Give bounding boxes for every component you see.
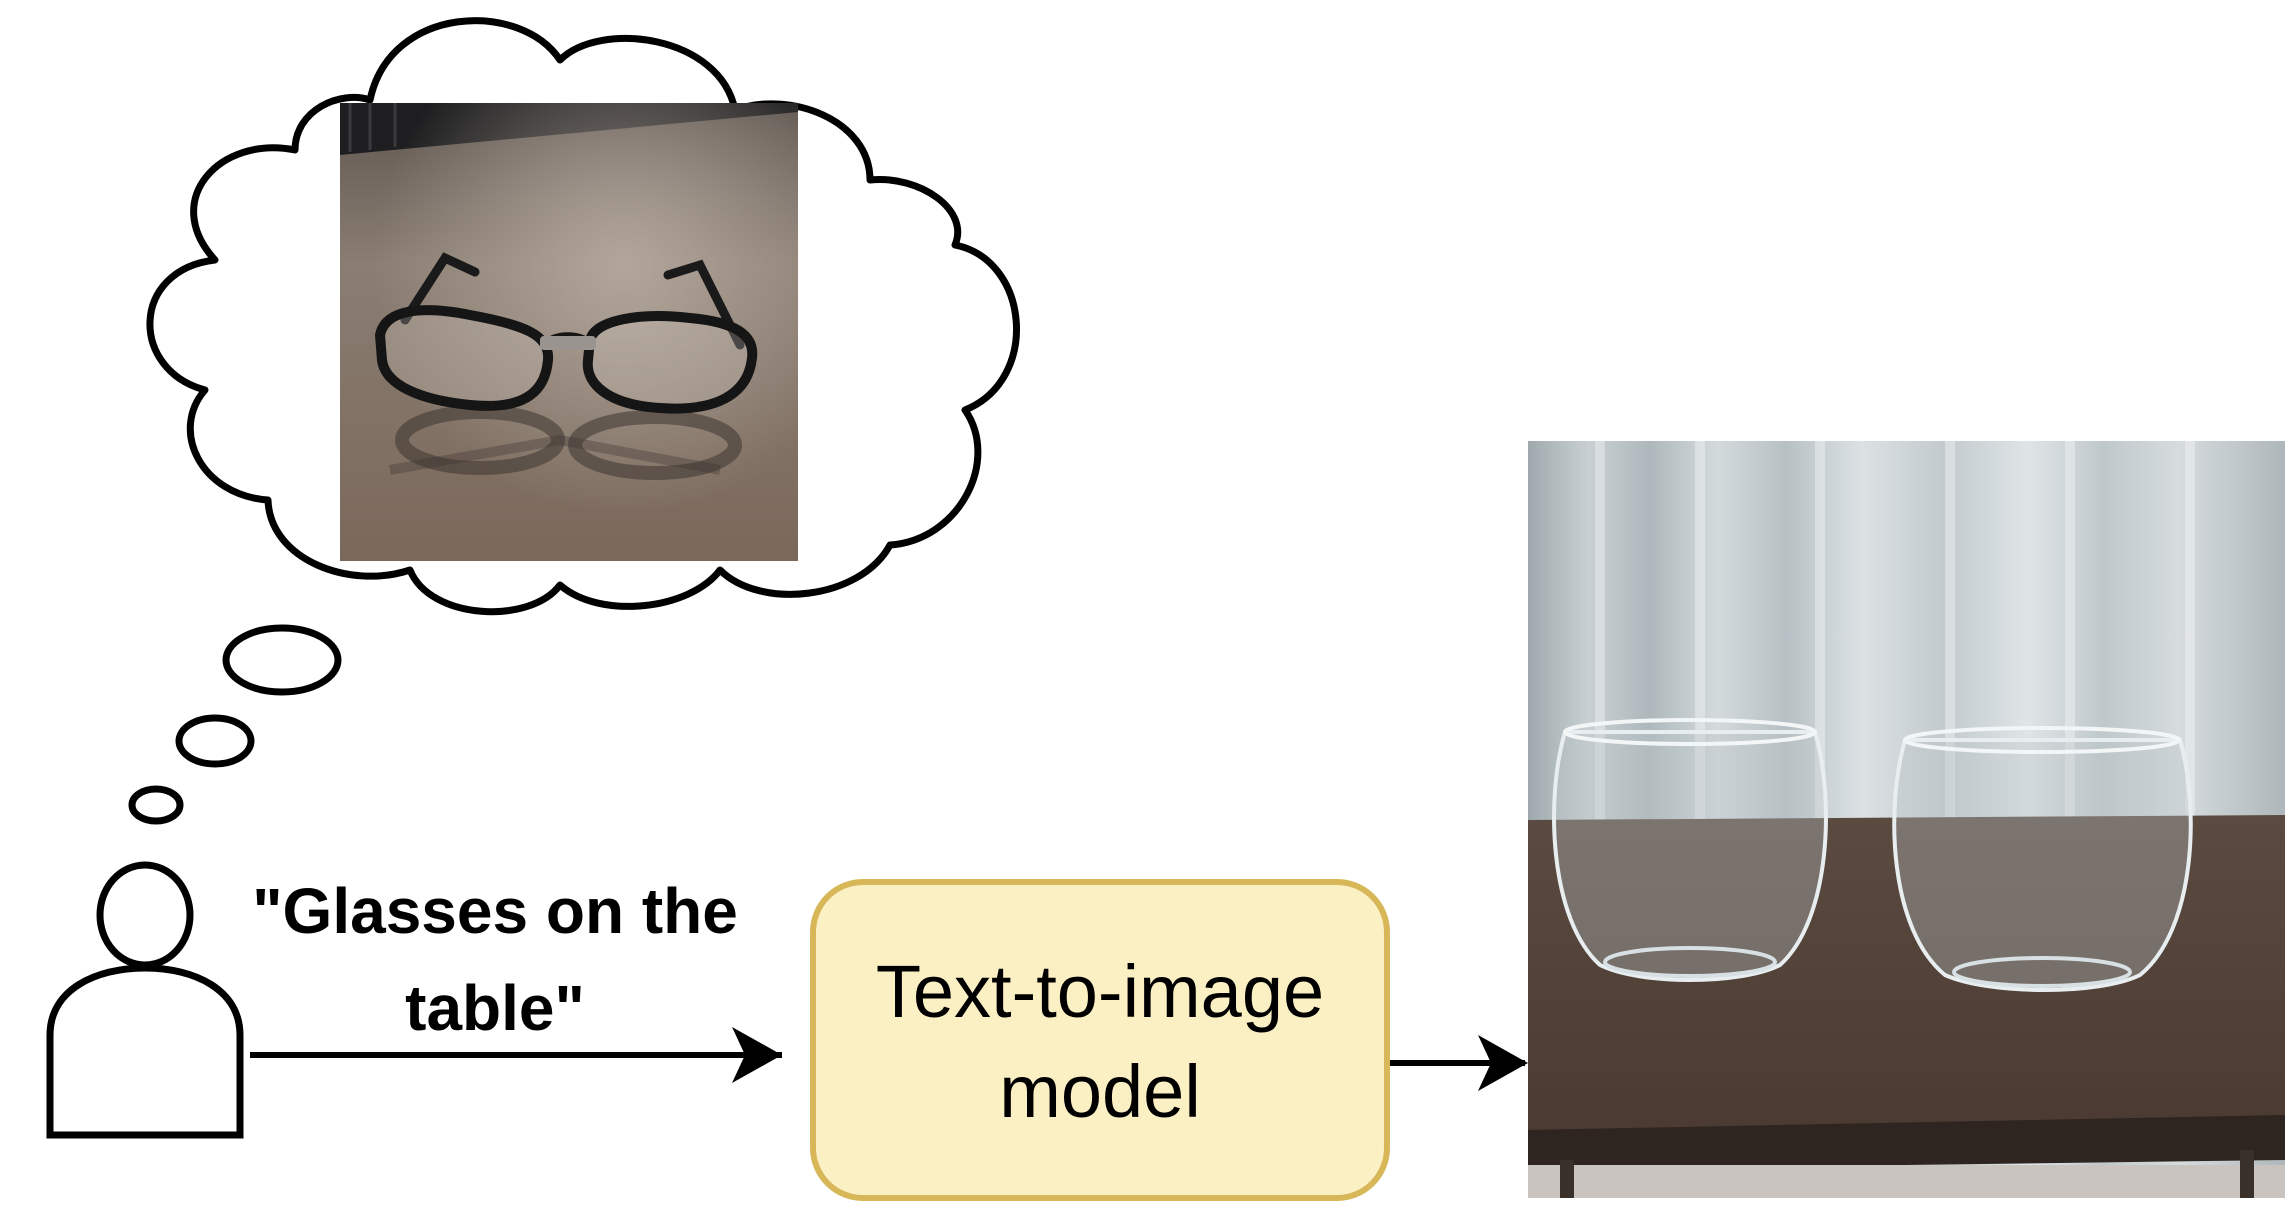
drinking-glasses-photo (1528, 441, 2285, 1198)
glasses-lens-left (374, 305, 554, 411)
glasses-temple-left (400, 252, 480, 325)
model-label-line-1: Text-to-image (876, 950, 1324, 1033)
glass-left (1552, 730, 1828, 982)
thought-dot-large (222, 624, 342, 696)
thought-dot-medium (175, 714, 255, 768)
glass-right (1892, 738, 2193, 992)
glasses-temple-right (663, 259, 745, 350)
thought-trail (128, 624, 342, 825)
person-icon (46, 861, 244, 1139)
thought-dot-small (128, 785, 184, 825)
glasses-lens-right (582, 311, 758, 414)
person-body (46, 964, 244, 1139)
arrowhead-to-model (732, 1027, 782, 1083)
eyeglasses-photo (340, 103, 798, 561)
person-head (96, 861, 194, 969)
arrowhead-to-output (1478, 1035, 1528, 1091)
model-label-line-2: model (999, 1050, 1201, 1133)
prompt-line-2: table" (405, 972, 585, 1044)
text-to-image-model-box (810, 879, 1390, 1201)
prompt-line-1: "Glasses on the (252, 875, 738, 947)
